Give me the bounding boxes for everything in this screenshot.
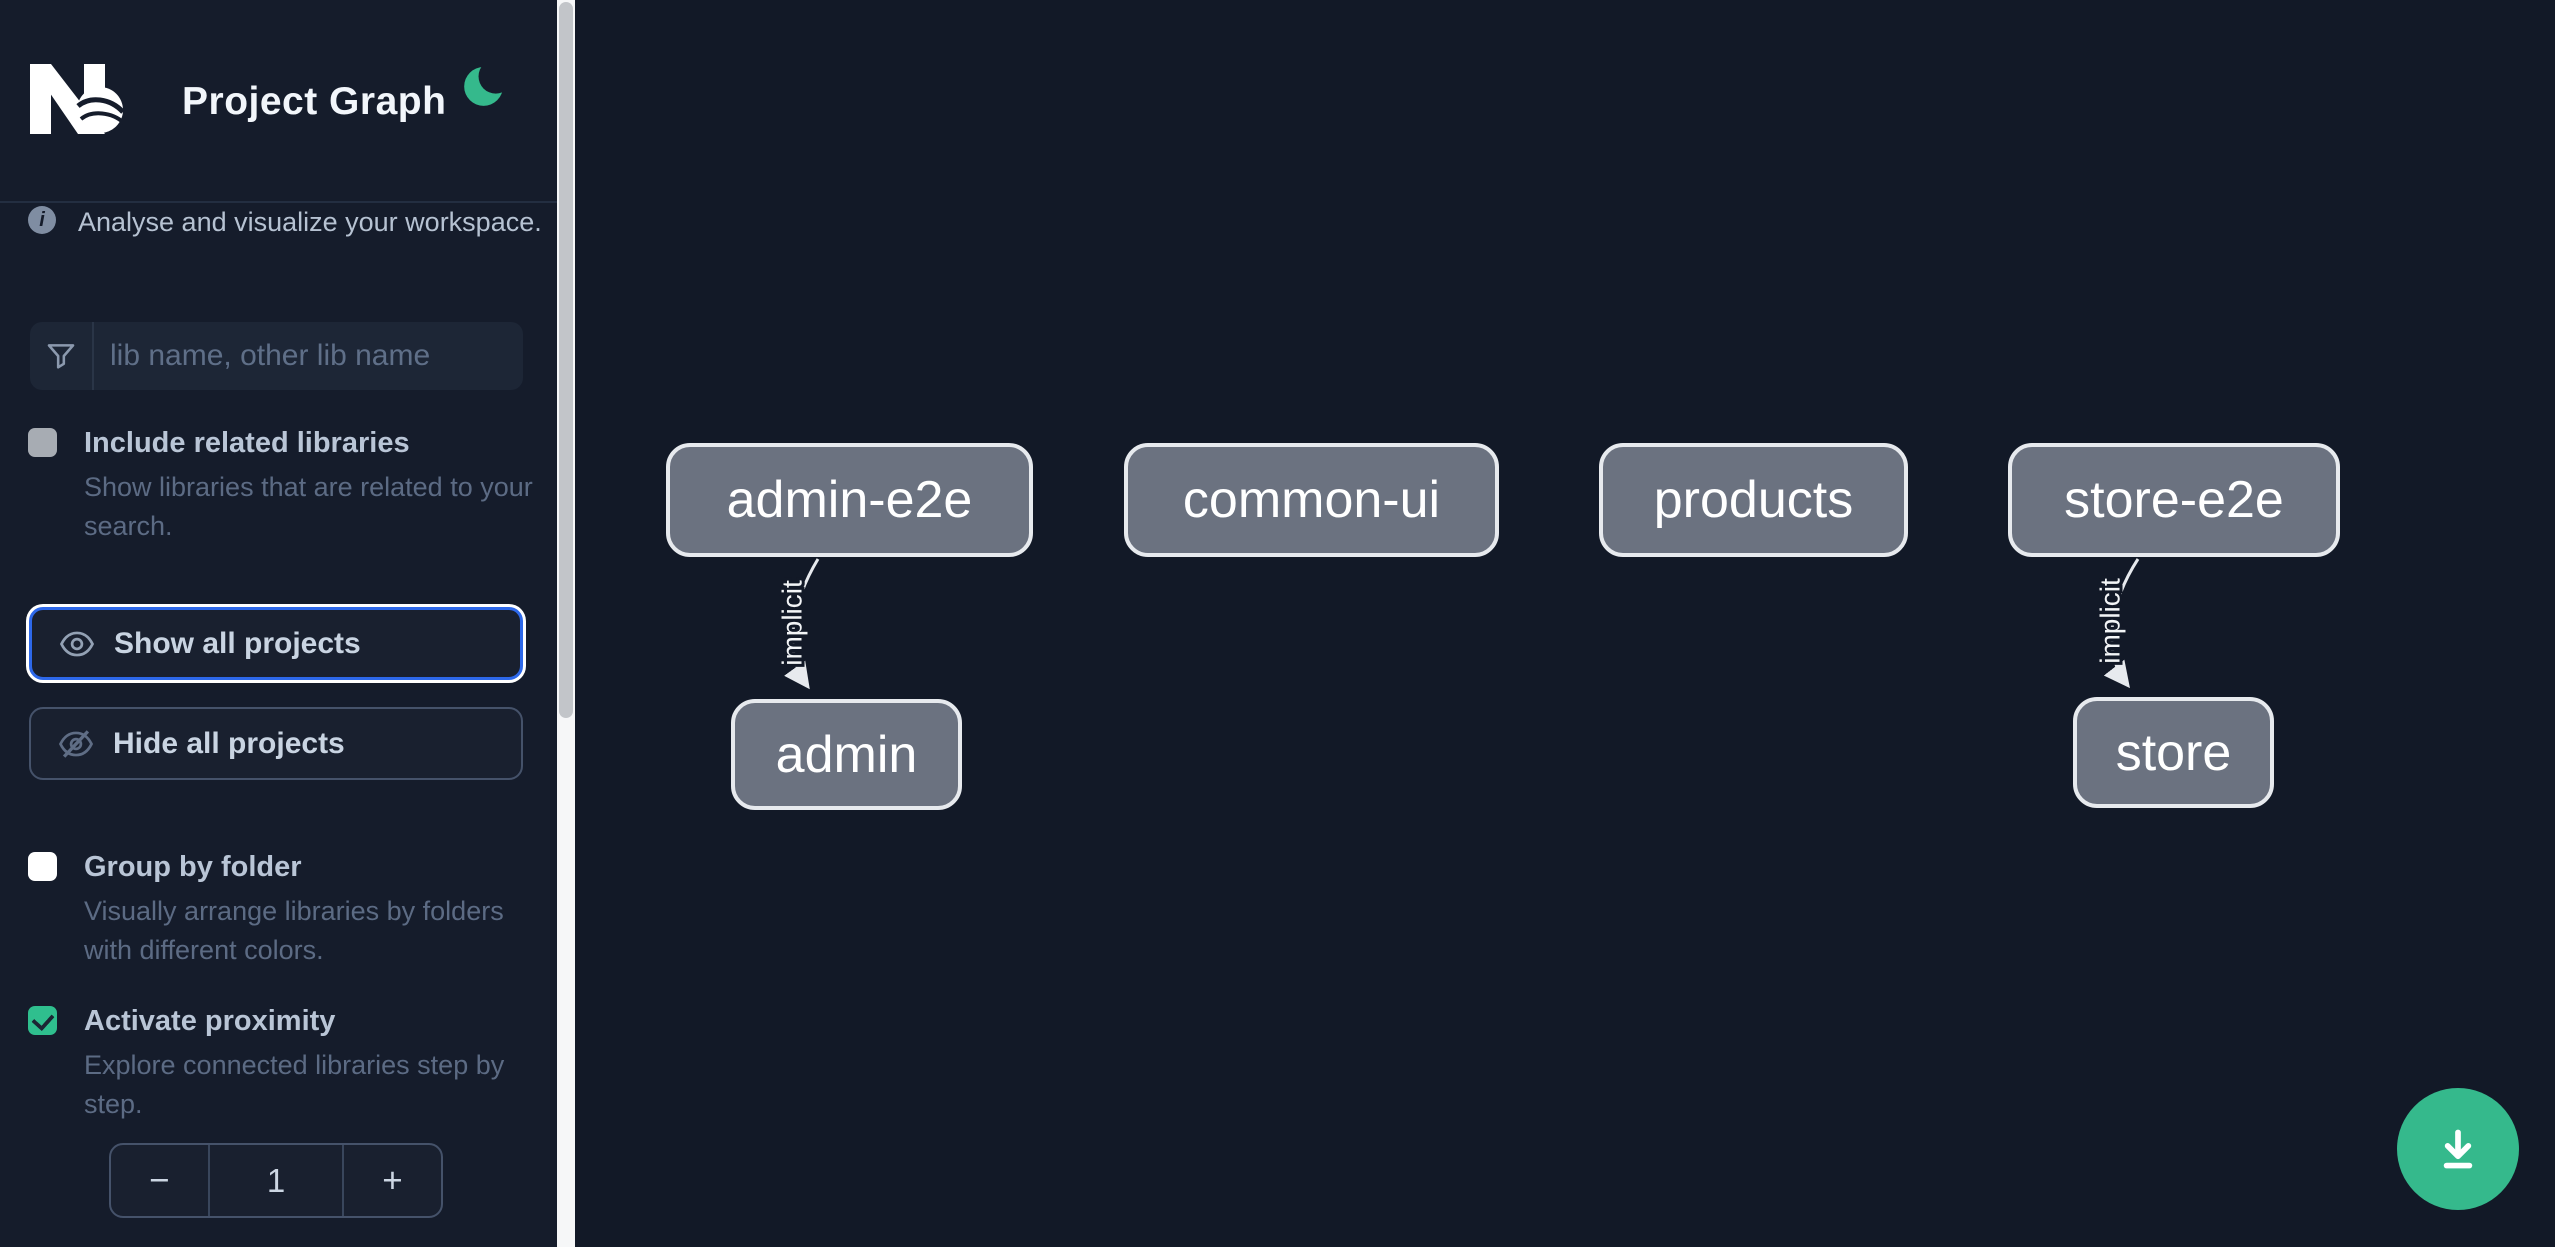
option-label: Include related libraries — [84, 427, 410, 459]
proximity-decrease-button[interactable]: − — [149, 1160, 170, 1200]
eye-icon — [59, 631, 95, 656]
graph-node-admin[interactable]: admin — [731, 699, 962, 810]
graph-node-admin-e2e[interactable]: admin-e2e — [666, 443, 1033, 557]
option-description: Explore connected libraries step by step… — [84, 1050, 505, 1119]
checkbox-activate-proximity[interactable] — [28, 1006, 57, 1035]
option-description: Show libraries that are related to your … — [84, 472, 533, 541]
sidebar-scrollbar-thumb[interactable] — [559, 2, 573, 718]
download-icon — [2443, 1129, 2473, 1169]
hide-all-projects-label: Hide all projects — [113, 726, 345, 760]
download-image-button[interactable] — [2397, 1088, 2519, 1210]
sidebar: Project Graph i Analyse and visualize yo… — [0, 0, 557, 1247]
search-input[interactable] — [94, 322, 523, 390]
nx-logo — [30, 64, 126, 134]
moon-icon[interactable] — [462, 62, 508, 108]
funnel-icon — [30, 322, 94, 390]
graph-node-common-ui[interactable]: common-ui — [1124, 443, 1499, 557]
intro-text: Analyse and visualize your workspace. — [78, 207, 542, 237]
proximity-value[interactable]: 1 — [208, 1145, 344, 1216]
checkbox-group-by-folder[interactable] — [28, 852, 57, 881]
graph-node-store[interactable]: store — [2073, 697, 2274, 808]
page-title: Project Graph — [182, 80, 447, 123]
show-all-projects-label: Show all projects — [114, 626, 361, 660]
eye-slash-icon — [58, 729, 94, 758]
hide-all-projects-button[interactable]: Hide all projects — [29, 707, 523, 780]
option-description: Visually arrange libraries by folders wi… — [84, 896, 504, 965]
graph-node-store-e2e[interactable]: store-e2e — [2008, 443, 2340, 557]
graph-canvas[interactable] — [575, 0, 2555, 1247]
show-all-projects-button[interactable]: Show all projects — [29, 607, 523, 680]
proximity-stepper: − 1 + — [109, 1143, 443, 1218]
option-label: Group by folder — [84, 851, 302, 883]
graph-node-products[interactable]: products — [1599, 443, 1908, 557]
sidebar-scrollbar-track[interactable] — [557, 0, 575, 1247]
header-divider — [0, 201, 557, 203]
option-label: Activate proximity — [84, 1005, 336, 1037]
proximity-increase-button[interactable]: + — [382, 1160, 403, 1200]
checkbox-include-related[interactable] — [28, 428, 57, 457]
info-icon: i — [28, 206, 56, 234]
search-box — [30, 322, 523, 390]
